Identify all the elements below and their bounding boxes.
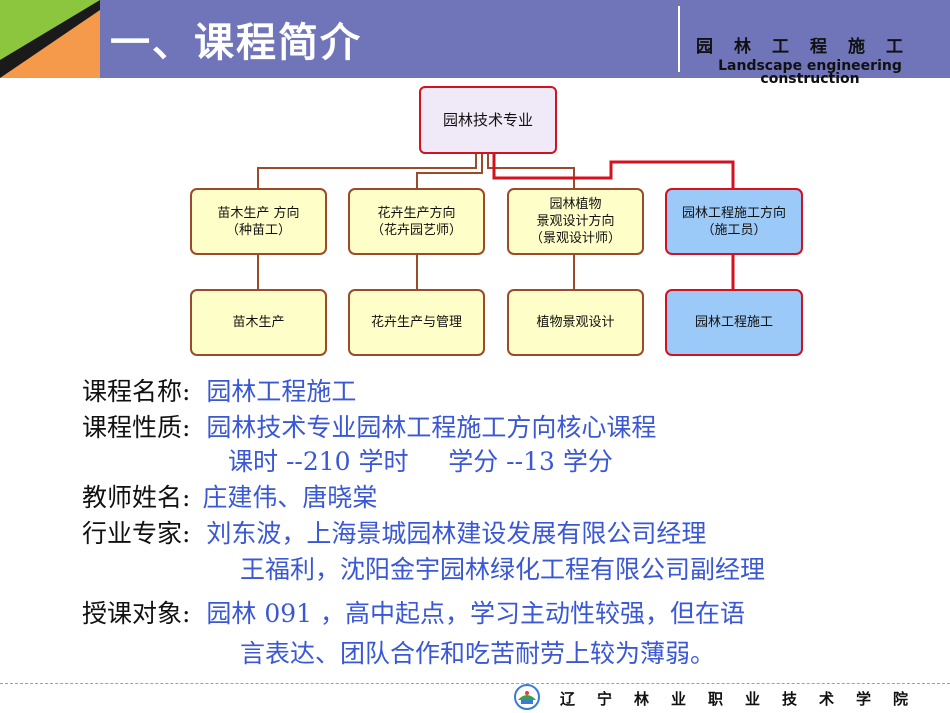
target-label: 授课对象: <box>82 599 191 628</box>
teacher-label: 教师姓名: <box>82 483 191 512</box>
direction-box-seedling: 苗木生产 方向 （种苗工） <box>190 188 327 255</box>
org-root-box: 园林技术专业 <box>419 86 557 154</box>
course-title-en-line2: construction <box>760 71 860 87</box>
expert-row: 行业专家: 刘东波，上海景城园林建设发展有限公司经理 <box>82 514 706 550</box>
course-label: 园林工程施工 <box>694 315 773 330</box>
direction-label: 园林工程施工方向 <box>681 205 786 221</box>
direction-box-construction: 园林工程施工方向 （施工员） <box>665 188 803 255</box>
school-name: 辽宁林业职业技术学院 <box>560 690 931 708</box>
course-nature-label: 课程性质: <box>82 413 191 442</box>
direction-role: （施工员） <box>701 222 767 238</box>
course-title-en-line1: Landscape engineering <box>718 58 902 74</box>
direction-box-flower: 花卉生产方向 （花卉园艺师） <box>348 188 485 255</box>
course-label: 花卉生产与管理 <box>370 315 462 330</box>
course-label: 苗木生产 <box>232 315 285 330</box>
direction-label: 花卉生产方向 <box>377 205 456 221</box>
expert-value-1: 刘东波，上海景城园林建设发展有限公司经理 <box>206 519 707 548</box>
corner-decoration <box>0 0 100 78</box>
direction-label: 园林植物 <box>549 197 602 212</box>
org-root-label: 园林技术专业 <box>442 110 533 129</box>
direction-label: 苗木生产 方向 <box>217 205 300 221</box>
course-box-landscape-design: 植物景观设计 <box>507 289 644 356</box>
course-title-en: Landscape engineering construction <box>690 58 930 87</box>
target-value-1: 园林 091 ，高中起点，学习主动性较强，但在语 <box>206 599 746 628</box>
course-nature-value: 园林技术专业园林工程施工方向核心课程 <box>206 413 657 442</box>
target-row: 授课对象: 园林 091 ，高中起点，学习主动性较强，但在语 <box>82 594 745 630</box>
direction-role: （花卉园艺师） <box>370 222 462 238</box>
course-box-flower: 花卉生产与管理 <box>348 289 485 356</box>
expert-value-2: 王福利，沈阳金宇园林绿化工程有限公司副经理 <box>240 555 766 584</box>
course-nature-row: 课程性质: 园林技术专业园林工程施工方向核心课程 <box>82 408 656 444</box>
teacher-row: 教师姓名: 庄建伟、唐晓棠 <box>82 478 377 514</box>
course-title-cn: 园林工程施工 <box>696 37 924 57</box>
direction-box-landscape-design: 园林植物 景观设计方向 （景观设计师） <box>507 188 644 255</box>
course-label: 植物景观设计 <box>536 315 615 330</box>
course-box-construction: 园林工程施工 <box>665 289 803 356</box>
course-name-row: 课程名称: 园林工程施工 <box>82 372 356 408</box>
teacher-value: 庄建伟、唐晓棠 <box>202 483 378 512</box>
page-title: 一、课程简介 <box>110 19 362 66</box>
target-value-2: 言表达、团队合作和吃苦耐劳上较为薄弱。 <box>240 639 716 668</box>
course-box-seedling: 苗木生产 <box>190 289 327 356</box>
footer-divider <box>0 683 950 684</box>
header-divider <box>678 6 680 72</box>
expert-label: 行业专家: <box>82 519 191 548</box>
header-bar: 一、课程简介 园林工程施工 Landscape engineering cons… <box>0 0 950 86</box>
course-name-label: 课程名称: <box>82 377 191 406</box>
direction-role: （种苗工） <box>225 222 291 238</box>
direction-role: （景观设计师） <box>529 231 621 246</box>
direction-label-2: 景观设计方向 <box>536 214 615 229</box>
school-logo-icon <box>514 684 540 710</box>
course-name-value: 园林工程施工 <box>206 377 357 406</box>
course-hours: 课时 --210 学时 学分 --13 学分 <box>228 447 613 476</box>
